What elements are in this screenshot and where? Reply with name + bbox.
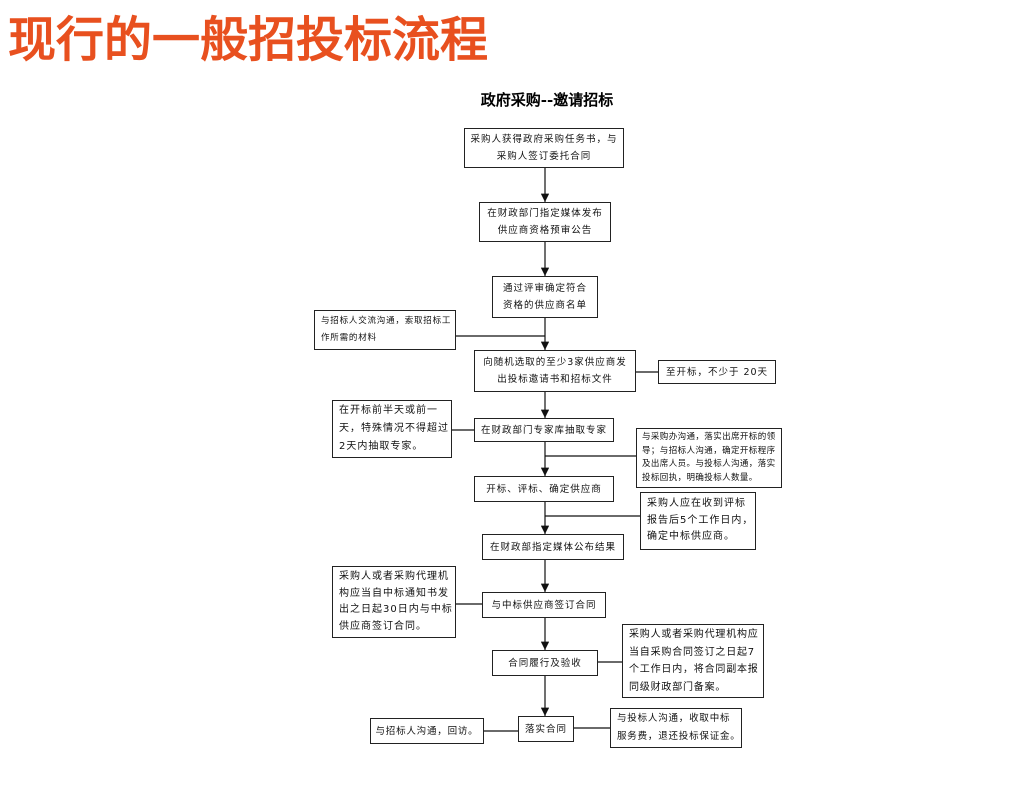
step-perform-accept: 合同履行及验收	[492, 650, 598, 676]
note-text-line: 供应商签订合同。	[339, 620, 427, 632]
step-text-line: 在财政部指定媒体公布结果	[489, 541, 616, 553]
note-expert-selection-timing: 在开标前半天或前一 天，特殊情况不得超过 2天内抽取专家。	[332, 400, 452, 458]
note-contract-30-days: 采购人或者采购代理机 构应当自中标通知书发 出之日起30日内与中标 供应商签订合…	[332, 566, 456, 638]
step-text-line: 在财政部门专家库抽取专家	[480, 424, 607, 436]
note-text-line: 与招标人沟通，回访。	[375, 725, 479, 737]
note-text-line: 投标回执，明确投标人数量。	[642, 472, 758, 483]
note-text-line: 当自采购合同签订之日起7	[629, 646, 755, 658]
note-contract-filing-7-days: 采购人或者采购代理机构应 当自采购合同签订之日起7 个工作日内，将合同副本报 同…	[622, 624, 764, 698]
step-text-line: 合同履行及验收	[508, 657, 582, 669]
step-text-line: 资格的供应商名单	[502, 300, 587, 311]
step-send-invitations: 向随机选取的至少3家供应商发 出投标邀请书和招标文件	[474, 350, 636, 392]
step-text-line: 向随机选取的至少3家供应商发	[483, 357, 627, 368]
step-publish-result: 在财政部指定媒体公布结果	[482, 534, 624, 560]
note-text-line: 采购人或者采购代理机	[339, 571, 449, 582]
step-receive-task: 采购人获得政府采购任务书，与 采购人签订委托合同	[464, 128, 624, 168]
note-min-20-days: 至开标，不少于 20天	[658, 360, 776, 384]
note-text-line: 报告后5个工作日内，	[647, 514, 754, 526]
step-confirm-qualified-suppliers: 通过评审确定符合 资格的供应商名单	[492, 276, 598, 318]
step-text-line: 落实合同	[524, 723, 567, 735]
note-text-line: 2天内抽取专家。	[339, 441, 424, 452]
step-text-line: 采购人获得政府采购任务书，与	[470, 134, 618, 145]
step-text-line: 通过评审确定符合	[502, 283, 587, 294]
note-text-line: 及出席人员。与投标人沟通，落实	[642, 459, 776, 469]
note-text-line: 与投标人沟通，收取中标	[617, 713, 731, 724]
step-draw-experts: 在财政部门专家库抽取专家	[474, 418, 614, 442]
note-text-line: 导；与招标人沟通，确定开标程序	[642, 445, 776, 456]
note-follow-up-visit: 与招标人沟通，回访。	[370, 718, 484, 744]
note-text-line: 构应当自中标通知书发	[339, 587, 449, 599]
note-text-line: 同级财政部门备案。	[629, 681, 727, 693]
step-implement-contract: 落实合同	[518, 716, 574, 742]
note-text-line: 与招标人交流沟通，索取招标工	[321, 316, 452, 326]
note-text-line: 采购人应在收到评标	[647, 498, 746, 510]
note-text-line: 作所需的材料	[321, 333, 377, 343]
note-text-line: 天，特殊情况不得超过	[339, 423, 449, 434]
step-text-line: 采购人签订委托合同	[496, 151, 592, 162]
note-text-line: 服务费，退还投标保证金。	[617, 731, 741, 742]
step-text-line: 供应商资格预审公告	[497, 225, 593, 236]
note-text-line: 在开标前半天或前一	[339, 405, 438, 416]
note-text-line: 确定中标供应商。	[647, 531, 735, 543]
step-text-line: 出投标邀请书和招标文件	[497, 374, 613, 385]
step-text-line: 开标、评标、确定供应商	[486, 483, 602, 495]
step-text-line: 在财政部门指定媒体发布	[487, 208, 603, 219]
note-communicate-tenderer: 与招标人交流沟通，索取招标工 作所需的材料	[314, 310, 456, 350]
step-sign-contract: 与中标供应商签订合同	[482, 592, 606, 618]
flowchart-title: 政府采购--邀请招标	[480, 91, 614, 109]
note-service-fee-deposit: 与投标人沟通，收取中标 服务费，退还投标保证金。	[610, 708, 742, 748]
note-text-line: 出之日起30日内与中标	[339, 604, 453, 615]
note-text-line: 与采购办沟通，落实出席开标的领	[642, 432, 776, 442]
note-award-deadline: 采购人应在收到评标 报告后5个工作日内， 确定中标供应商。	[640, 492, 756, 550]
note-opening-coordination: 与采购办沟通，落实出席开标的领 导；与招标人沟通，确定开标程序 及出席人员。与投…	[636, 428, 782, 488]
step-publish-prequalification: 在财政部门指定媒体发布 供应商资格预审公告	[479, 202, 611, 242]
step-open-evaluate-award: 开标、评标、确定供应商	[474, 476, 614, 502]
note-text-line: 个工作日内，将合同副本报	[629, 664, 759, 675]
slide-title: 现行的一般招投标流程	[8, 12, 489, 68]
note-text-line: 至开标，不少于 20天	[665, 366, 769, 378]
step-text-line: 与中标供应商签订合同	[491, 599, 597, 611]
note-text-line: 采购人或者采购代理机构应	[629, 629, 759, 640]
